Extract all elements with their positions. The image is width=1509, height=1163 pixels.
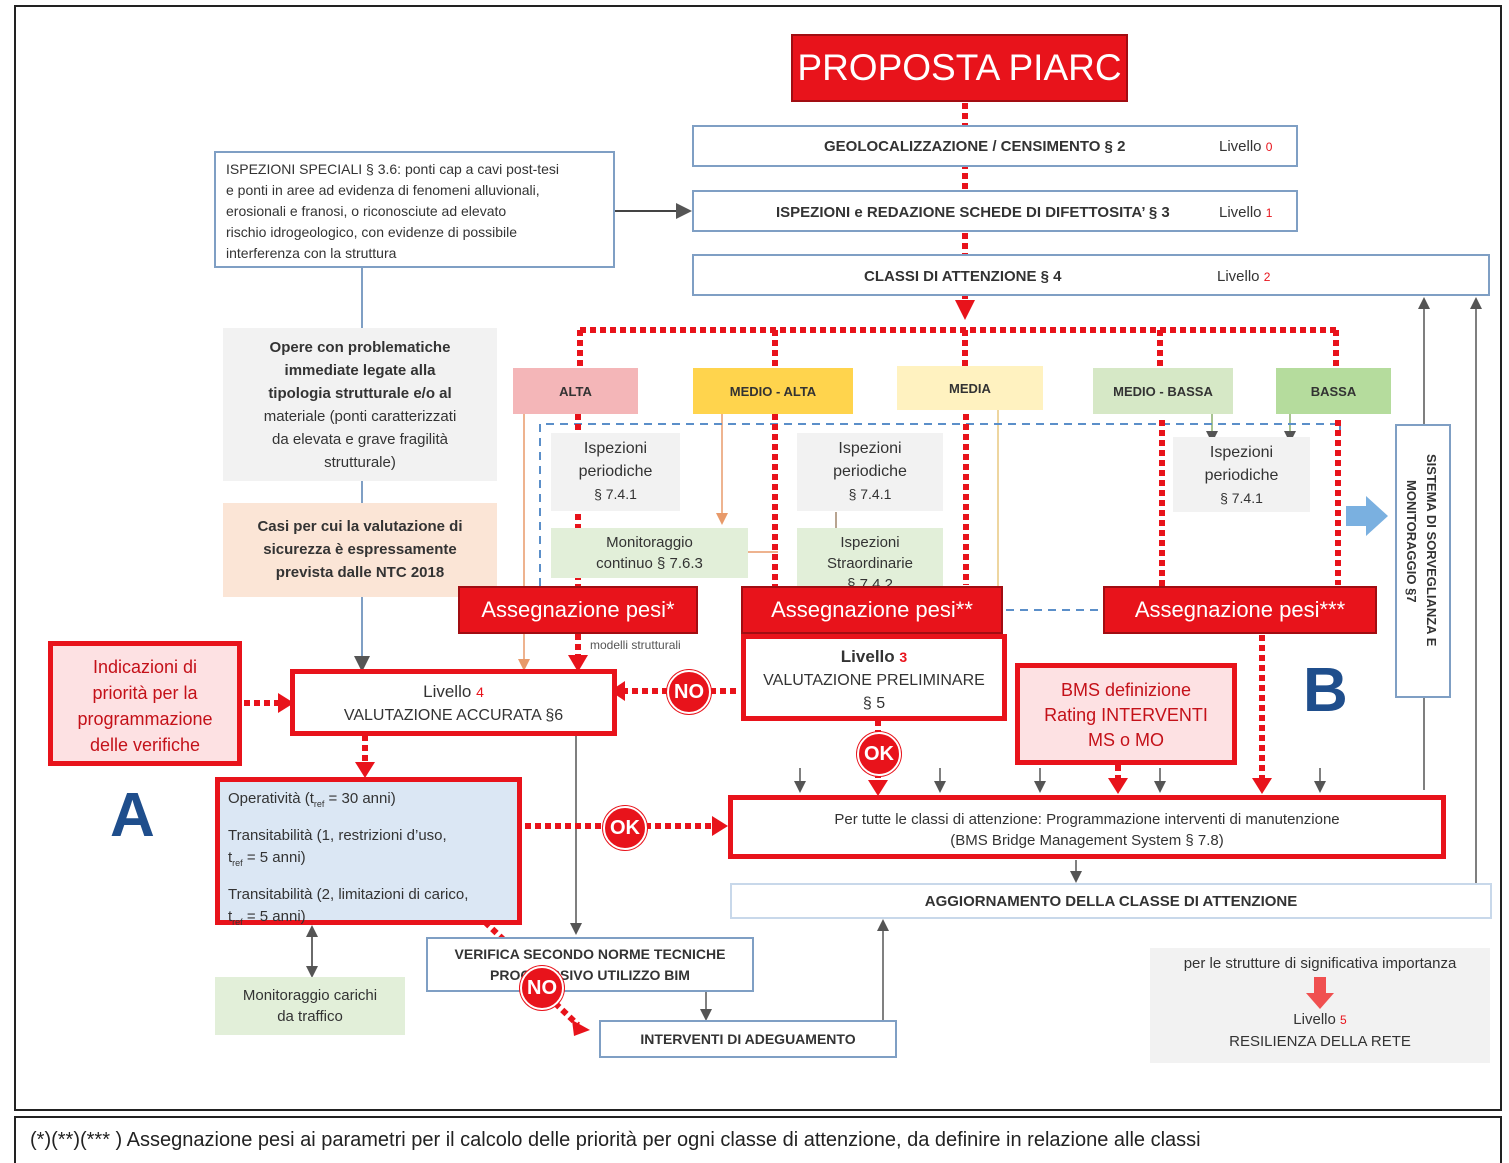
level1-label: Livello 1 (1219, 204, 1273, 221)
opere-line2: immediate legate alla (284, 362, 436, 379)
footnote-bar (14, 1116, 1502, 1163)
assegnazione-pesi-3: Assegnazione pesi*** (1103, 586, 1377, 634)
opere-line5: da elevata e grave fragilità (272, 431, 448, 448)
livello3-box: Livello 3 VALUTAZIONE PRELIMINARE § 5 (741, 634, 1007, 721)
livello4-label: Livello 4 (423, 682, 484, 701)
transitabilita1-tref: tref = 5 anni) (228, 849, 306, 868)
down-arrow-icon (1150, 975, 1490, 1009)
class-alta: ALTA (513, 368, 638, 414)
level0-label: Livello 0 (1219, 138, 1273, 155)
livello3-label: Livello 3 (840, 647, 908, 666)
special-line4: rischio idrogeologico, con evidenze di p… (226, 224, 518, 240)
diagram-frame (14, 5, 1502, 1111)
special-line1: ISPEZIONI SPECIALI § 3.6: ponti cap a ca… (226, 161, 560, 177)
level0-box: GEOLOCALIZZAZIONE / CENSIMENTO § 2 Livel… (692, 125, 1298, 167)
sorveglianza-line1: SISTEMA DI SORVEGLIANZA E (1424, 454, 1439, 647)
level2-label: Livello 2 (1217, 268, 1271, 285)
transitabilita1-line: Transitabilità (1, restrizioni d’uso, (228, 827, 447, 844)
ok-badge-2: OK (603, 806, 647, 850)
livello3-text: VALUTAZIONE PRELIMINARE (763, 672, 985, 689)
livello5-label: Livello 5 (1293, 1011, 1347, 1028)
title-text: PROPOSTA PIARC (797, 47, 1122, 88)
casi-line1: Casi per cui la valutazione di (257, 518, 463, 535)
sorveglianza-box: SISTEMA DI SORVEGLIANZA E MONITORAGGIO §… (1395, 424, 1451, 698)
modelli-strutturali-label: modelli strutturali (590, 638, 681, 652)
livello5-box: per le strutture di significativa import… (1150, 948, 1490, 1063)
footnote-text: (*)(**)(*** ) Assegnazione pesi ai param… (30, 1129, 1201, 1151)
opere-line6: strutturale) (324, 454, 396, 471)
casi-line3: prevista dalle NTC 2018 (275, 564, 445, 581)
transitabilita2-line: Transitabilità (2, limitazioni di carico… (228, 886, 469, 903)
operativita-line: Operatività (tref = 30 anni) (228, 790, 396, 809)
casi-ntc-box: Casi per cui la valutazione di sicurezza… (223, 503, 497, 597)
special-line5: interferenza con la struttura (226, 245, 397, 261)
opere-line1: Opere con problematiche (269, 339, 451, 356)
programmazione-interventi-box: Per tutte le classi di attenzione: Progr… (728, 795, 1446, 859)
ok-badge-1: OK (857, 732, 901, 776)
sorveglianza-line2: MONITORAGGIO §7 (1404, 480, 1419, 603)
special-line2: e ponti in aree ad evidenza di fenomeni … (226, 182, 540, 198)
class-bassa: BASSA (1276, 368, 1391, 414)
livello5-text: RESILIENZA DELLA RETE (1229, 1033, 1411, 1050)
class-medio-bassa: MEDIO - BASSA (1093, 368, 1233, 414)
level2-box: CLASSI DI ATTENZIONE § 4 Livello 2 (692, 254, 1490, 296)
assegnazione-pesi-1: Assegnazione pesi* (458, 586, 698, 634)
letter-b: B (1303, 656, 1348, 725)
proposta-piarc-title: PROPOSTA PIARC (791, 34, 1128, 102)
opere-line4: materiale (ponti caratterizzati (263, 408, 457, 425)
class-medio-alta: MEDIO - ALTA (693, 368, 853, 414)
class-media: MEDIA (897, 366, 1043, 410)
opere-problematiche-box: Opere con problematiche immediate legate… (223, 328, 497, 481)
assegnazione-pesi-2: Assegnazione pesi** (741, 586, 1003, 634)
letter-a: A (110, 781, 155, 850)
livello3-sec: § 5 (862, 695, 886, 712)
level0-text: GEOLOCALIZZAZIONE / CENSIMENTO § 2 (824, 138, 1126, 155)
aggiornamento-box: AGGIORNAMENTO DELLA CLASSE DI ATTENZIONE (730, 883, 1492, 919)
level2-text: CLASSI DI ATTENZIONE § 4 (864, 268, 1062, 285)
livello4-text: VALUTAZIONE ACCURATA §6 (343, 707, 564, 724)
casi-line2: sicurezza è espressamente (263, 541, 457, 558)
interventi-adeguamento-box: INTERVENTI DI ADEGUAMENTO (599, 1020, 897, 1058)
operativita-box: Operatività (tref = 30 anni) Transitabil… (215, 777, 522, 927)
livello4-box: Livello 4 VALUTAZIONE ACCURATA §6 (290, 669, 617, 736)
no-badge-1: NO (667, 670, 711, 714)
level1-box: ISPEZIONI e REDAZIONE SCHEDE DI DIFETTOS… (692, 190, 1298, 232)
special-line3: erosionali e franosi, o riconosciute ad … (226, 203, 507, 219)
level1-text: ISPEZIONI e REDAZIONE SCHEDE DI DIFETTOS… (776, 204, 1170, 221)
transitabilita2-tref: tref = 5 anni) (228, 908, 306, 927)
no-badge-2: NO (520, 966, 564, 1010)
opere-line3: tipologia strutturale e/o al (268, 385, 452, 402)
ispezioni-speciali-box: ISPEZIONI SPECIALI § 3.6: ponti cap a ca… (214, 151, 615, 268)
livello5-top: per le strutture di significativa import… (1183, 955, 1457, 972)
